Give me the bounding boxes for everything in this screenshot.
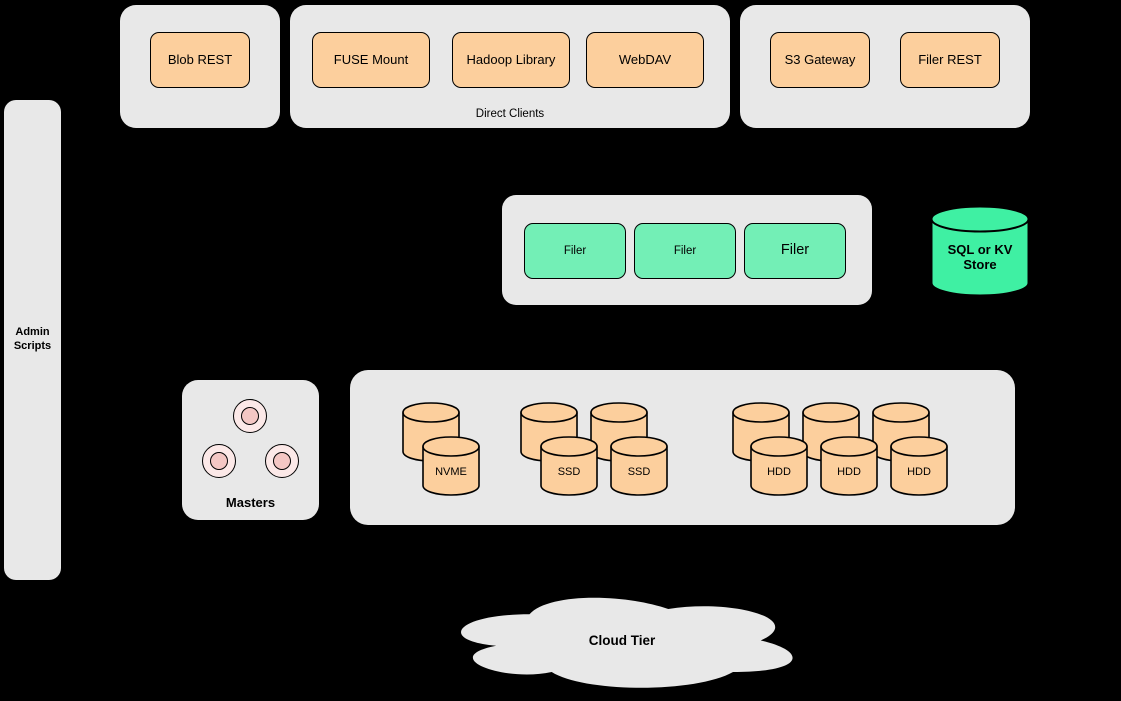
admin-scripts-label: Admin Scripts — [13, 326, 52, 352]
master-node-2-core — [210, 452, 228, 470]
hdd-label-2: HDD — [837, 466, 861, 478]
api-group-panel: Blob REST — [120, 5, 280, 128]
ssd-cylinder-front-1: SSD — [540, 436, 598, 496]
node-hadoop-library: Hadoop Library — [452, 32, 570, 88]
direct-clients-panel: FUSE Mount Hadoop Library WebDAV Direct … — [290, 5, 730, 128]
node-filer-1: Filer — [524, 223, 626, 279]
hdd-label-1: HDD — [767, 466, 791, 478]
hdd-cylinder-front-2: HDD — [820, 436, 878, 496]
cylinder-shape — [540, 436, 598, 496]
node-filer-2: Filer — [634, 223, 736, 279]
cylinder-shape — [610, 436, 668, 496]
ssd-label-1: SSD — [557, 466, 581, 478]
node-filer-3: Filer — [744, 223, 846, 279]
metadata-store-cylinder: SQL or KV Store — [930, 205, 1030, 297]
cylinder-shape — [890, 436, 948, 496]
cylinder-shape — [930, 205, 1030, 297]
node-fuse-mount: FUSE Mount — [312, 32, 430, 88]
metadata-store-label: SQL or KV Store — [947, 242, 1013, 272]
node-filer-rest: Filer REST — [900, 32, 1000, 88]
master-node-3-core — [273, 452, 291, 470]
ssd-cylinder-front-2: SSD — [610, 436, 668, 496]
cylinder-shape — [820, 436, 878, 496]
master-node-2 — [202, 444, 236, 478]
master-node-1 — [233, 399, 267, 433]
node-s3-gateway: S3 Gateway — [770, 32, 870, 88]
masters-label: Masters — [225, 495, 276, 510]
masters-panel: Masters — [182, 380, 319, 520]
cloud-shape — [461, 597, 793, 688]
master-node-3 — [265, 444, 299, 478]
cylinder-shape — [750, 436, 808, 496]
hdd-cylinder-front-3: HDD — [890, 436, 948, 496]
gateway-group-panel: S3 Gateway Filer REST — [740, 5, 1030, 128]
cylinder-shape — [422, 436, 480, 496]
cloud-tier-label: Cloud Tier — [588, 633, 656, 648]
admin-scripts-panel: Admin Scripts — [4, 100, 61, 580]
node-webdav: WebDAV — [586, 32, 704, 88]
nvme-cylinder-front: NVME — [422, 436, 480, 496]
node-blob-rest: Blob REST — [150, 32, 250, 88]
hdd-label-3: HDD — [907, 466, 931, 478]
direct-clients-caption: Direct Clients — [475, 108, 545, 120]
cloud-tier-shape: Cloud Tier — [437, 588, 807, 693]
nvme-label: NVME — [435, 466, 467, 478]
filer-group-panel: Filer Filer Filer — [502, 195, 872, 305]
ssd-label-2: SSD — [627, 466, 651, 478]
master-node-1-core — [241, 407, 259, 425]
hdd-cylinder-front-1: HDD — [750, 436, 808, 496]
